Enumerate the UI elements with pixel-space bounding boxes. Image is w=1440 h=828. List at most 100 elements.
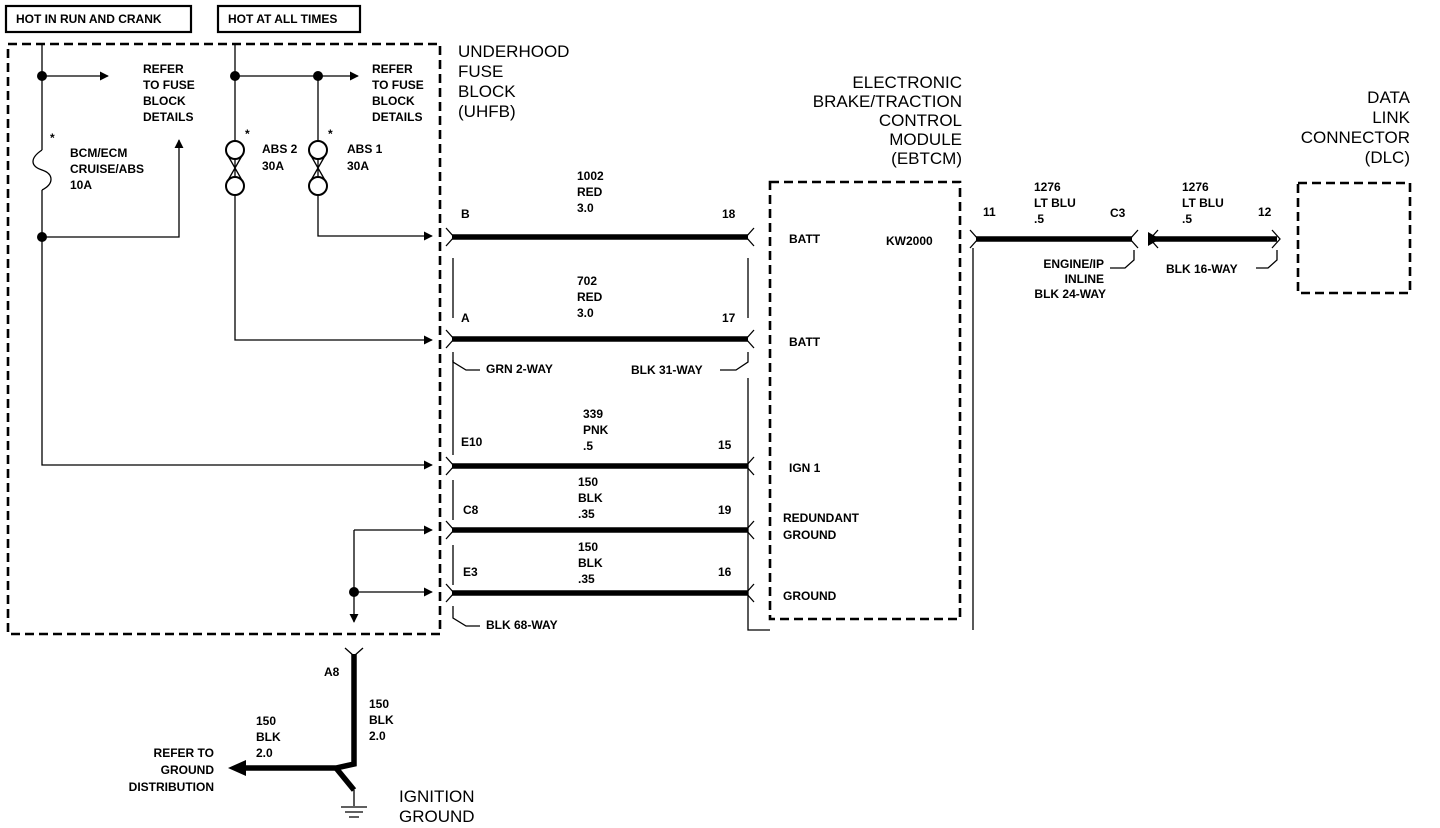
hot-in-run-bus: * [32,44,433,470]
ebtcm-title-line: MODULE [889,130,962,149]
header-hot-in-run-label: HOT IN RUN AND CRANK [16,12,162,26]
uhfb-title: UNDERHOOD FUSE BLOCK (UHFB) [458,42,569,121]
refer-line: TO FUSE [372,78,424,92]
uhfb-title-line: BLOCK [458,82,516,101]
hot-at-all-bus: * * [225,44,433,345]
pin-label: 11 [983,205,996,219]
refer-line: REFER TO [154,746,214,760]
wire-label-line: .5 [1182,212,1192,226]
wire-label-line: BLK [578,491,603,505]
refer-line: REFER [143,62,184,76]
ground-wire-horiz-label: 150 BLK 2.0 [256,714,281,760]
ebtcm-kw2000: KW2000 [886,234,933,248]
fuse-label-line: ABS 1 [347,142,383,156]
ground-title-line: GROUND [399,807,475,826]
pin-label: B [461,207,470,221]
wire-label-line: 1276 [1182,180,1209,194]
wire-label-line: .35 [578,572,595,586]
wire-label-line: 2.0 [369,729,386,743]
wire-label-line: 2.0 [256,746,273,760]
wire-label-line: 3.0 [577,201,594,215]
fuse-abs1-label: ABS 1 30A [347,142,383,173]
ebtcm-pin-batt: BATT [789,335,821,349]
refer-fuse-block-2: REFER TO FUSE BLOCK DETAILS [372,62,424,124]
refer-line: GROUND [161,763,215,777]
wire-label-line: BLK [578,556,603,570]
inline-connector-label: ENGINE/IP INLINE BLK 24-WAY [1034,250,1135,301]
wire-e3-16: E3 16 150 BLK .35 [445,540,755,603]
ebtcm-title-line: ELECTRONIC [852,73,962,92]
abs2-fuse-icon [225,140,245,196]
refer-line: DETAILS [143,110,193,124]
wire-label-line: 1276 [1034,180,1061,194]
ebtcm-pin-redundant: REDUNDANT [783,511,860,525]
dlc-title-line: (DLC) [1365,148,1410,167]
fuse-bcm-label: BCM/ECM CRUISE/ABS 10A [70,146,144,192]
fuse-icon [32,149,52,191]
wire-label-line: .5 [1034,212,1044,226]
wire-label-line: 150 [256,714,276,728]
wire-label-line: LT BLU [1182,196,1224,210]
ebtcm-pin-batt: BATT [789,232,821,246]
connector-brackets [452,258,770,631]
pin-label: C3 [1110,206,1126,220]
uhfb-title-line: UNDERHOOD [458,42,569,61]
wire-b-18: B 18 1002 RED 3.0 [445,169,755,247]
pin-label: 15 [718,438,732,452]
wire-label-line: 150 [578,540,598,554]
fuse-label-line: BCM/ECM [70,146,127,160]
fuse-label-line: 30A [347,159,369,173]
dlc-title: DATA LINK CONNECTOR (DLC) [1301,88,1411,167]
fuse-abs2-label: ABS 2 30A [262,142,298,173]
wire-label-line: 339 [583,407,603,421]
header-hot-in-run: HOT IN RUN AND CRANK [4,4,193,34]
ground-symbol-icon [341,806,367,818]
header-hot-at-all-times-label: HOT AT ALL TIMES [228,12,337,26]
uhfb-title-line: FUSE [458,62,503,81]
inline-label-line: ENGINE/IP [1043,257,1104,271]
ebtcm-pin-ground: GROUND [783,589,837,603]
ground-wire-vert-label: 150 BLK 2.0 [369,697,394,743]
fuse-label-line: CRUISE/ABS [70,162,144,176]
ground-wire [228,647,367,818]
wire-label-line: 702 [577,274,597,288]
ground-arrow-icon [228,760,246,776]
wire-label-line: BLK [369,713,394,727]
connector-blk68-label: BLK 68-WAY [486,618,558,632]
pin-label: A [461,311,470,325]
ebtcm-title-line: CONTROL [879,111,962,130]
fuse-label-line: ABS 2 [262,142,298,156]
inline-label-line: INLINE [1065,272,1104,286]
refer-line: BLOCK [143,94,186,108]
refer-line: DISTRIBUTION [129,780,214,794]
ebtcm-box [768,180,962,621]
wire-label-line: 150 [578,475,598,489]
connector-grn-label: GRN 2-WAY [486,362,553,376]
wire-label-line: 1002 [577,169,604,183]
wire-c8-19: C8 19 150 BLK .35 [445,475,755,540]
dlc-wire-1: 11 C3 1276 LT BLU .5 [969,180,1139,630]
refer-line: DETAILS [372,110,422,124]
abs1-fuse-icon [308,140,328,196]
header-hot-at-all-times: HOT AT ALL TIMES [216,4,362,34]
refer-ground-distribution: REFER TO GROUND DISTRIBUTION [129,746,215,794]
uhfb-box [6,42,442,636]
fuse-label-line: 30A [262,159,284,173]
refer-line: BLOCK [372,94,415,108]
wire-label-line: LT BLU [1034,196,1076,210]
wire-label-line: PNK [583,423,609,437]
ebtcm-pin-redundant: GROUND [783,528,837,542]
pin-label: A8 [324,665,340,679]
fuse-star: * [245,127,250,141]
blk16-connector-label: BLK 16-WAY [1166,250,1278,276]
uhfb-title-line: (UHFB) [458,102,516,121]
ignition-ground-title: IGNITION GROUND [399,787,475,826]
pin-label: 16 [718,565,732,579]
wire-label-line: 150 [369,697,389,711]
ground-bus-internal [349,525,433,623]
refer-line: TO FUSE [143,78,195,92]
fuse-star: * [328,127,333,141]
wire-label-line: RED [577,185,603,199]
dlc-box [1296,181,1412,295]
